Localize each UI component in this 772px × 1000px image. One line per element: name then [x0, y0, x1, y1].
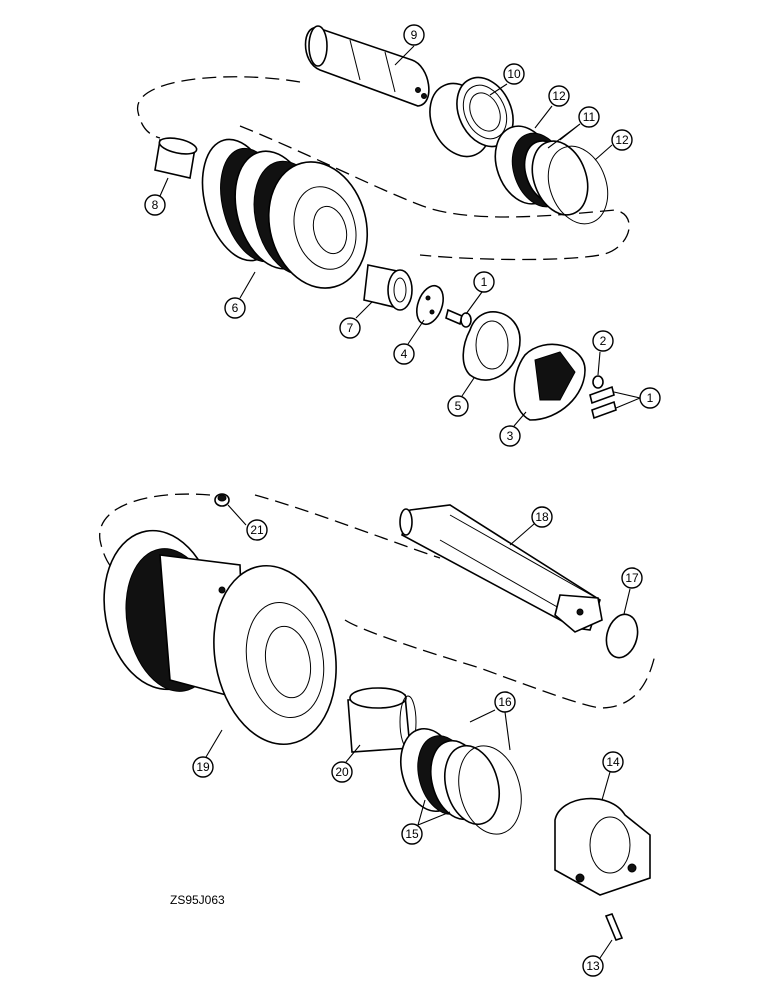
drawing-code: ZS95J063	[170, 893, 225, 907]
callout-1-top: 1	[465, 271, 495, 315]
svg-text:18: 18	[535, 510, 549, 524]
svg-text:5: 5	[455, 399, 462, 413]
callout-4: 4	[393, 319, 425, 365]
part-6-roller	[201, 138, 369, 289]
part-7-flanged-bushing	[363, 264, 413, 311]
part-8-bushing	[154, 137, 198, 179]
callout-3: 3	[499, 411, 527, 447]
part-10-bearing	[429, 76, 514, 158]
callout-16: 16	[469, 691, 516, 751]
part-5-gasket	[462, 311, 521, 381]
svg-text:21: 21	[250, 523, 264, 537]
svg-text:2: 2	[600, 334, 607, 348]
svg-text:20: 20	[335, 765, 349, 779]
svg-text:12: 12	[615, 133, 629, 147]
svg-text:12: 12	[552, 89, 566, 103]
part-15-16-seal-group	[400, 727, 522, 835]
svg-text:16: 16	[498, 695, 512, 709]
part-1-bolt-upper	[445, 308, 472, 328]
lower-assembly-boundary	[99, 493, 656, 709]
part-3-end-cap	[513, 343, 586, 421]
callout-10: 10	[489, 63, 525, 96]
svg-text:3: 3	[507, 429, 514, 443]
upper-roller-assembly	[137, 25, 630, 421]
part-21-plug	[214, 493, 230, 507]
part-4-washer	[416, 284, 444, 326]
callout-20: 20	[331, 744, 361, 783]
part-1-bolts-right	[589, 385, 617, 420]
part-20-bushing	[347, 687, 417, 753]
svg-text:14: 14	[606, 755, 620, 769]
part-17-o-ring	[605, 613, 639, 659]
part-19-roller	[103, 529, 337, 746]
callout-14: 14	[601, 751, 624, 801]
svg-text:9: 9	[411, 28, 418, 42]
upper-assembly-boundary	[137, 76, 630, 261]
callout-18: 18	[509, 506, 553, 546]
svg-text:17: 17	[625, 571, 639, 585]
callout-2: 2	[592, 330, 614, 376]
callout-15: 15	[401, 799, 451, 845]
callout-19: 19	[192, 729, 223, 778]
callout-1-right: 1	[613, 387, 661, 409]
callout-9: 9	[394, 24, 425, 66]
svg-text:6: 6	[232, 301, 239, 315]
callout-12-right: 12	[594, 129, 633, 161]
callout-8: 8	[144, 177, 169, 216]
callout-6: 6	[224, 271, 256, 319]
svg-text:7: 7	[347, 321, 354, 335]
svg-text:1: 1	[647, 391, 654, 405]
svg-text:10: 10	[507, 67, 521, 81]
callout-7: 7	[339, 301, 373, 339]
part-9-shaft	[304, 25, 430, 107]
svg-text:4: 4	[401, 347, 408, 361]
part-14-end-collar	[554, 797, 651, 896]
callouts: 9 10 12 11 12 8 6	[144, 24, 661, 977]
callout-21: 21	[227, 504, 268, 541]
callout-17: 17	[621, 567, 643, 615]
svg-text:11: 11	[583, 110, 596, 124]
svg-text:13: 13	[586, 959, 600, 973]
callout-12-top: 12	[534, 85, 570, 129]
part-18-shaft	[399, 504, 603, 633]
part-2-lock-washer	[592, 375, 604, 389]
svg-text:15: 15	[405, 827, 419, 841]
callout-13: 13	[582, 939, 613, 977]
part-11-12-seal-group	[494, 125, 609, 225]
lower-roller-assembly	[99, 493, 656, 941]
svg-text:8: 8	[152, 198, 159, 212]
svg-text:1: 1	[481, 275, 488, 289]
callout-11: 11	[547, 106, 600, 149]
svg-text:19: 19	[196, 760, 210, 774]
callout-5: 5	[447, 377, 475, 417]
part-13-pin	[604, 913, 624, 941]
